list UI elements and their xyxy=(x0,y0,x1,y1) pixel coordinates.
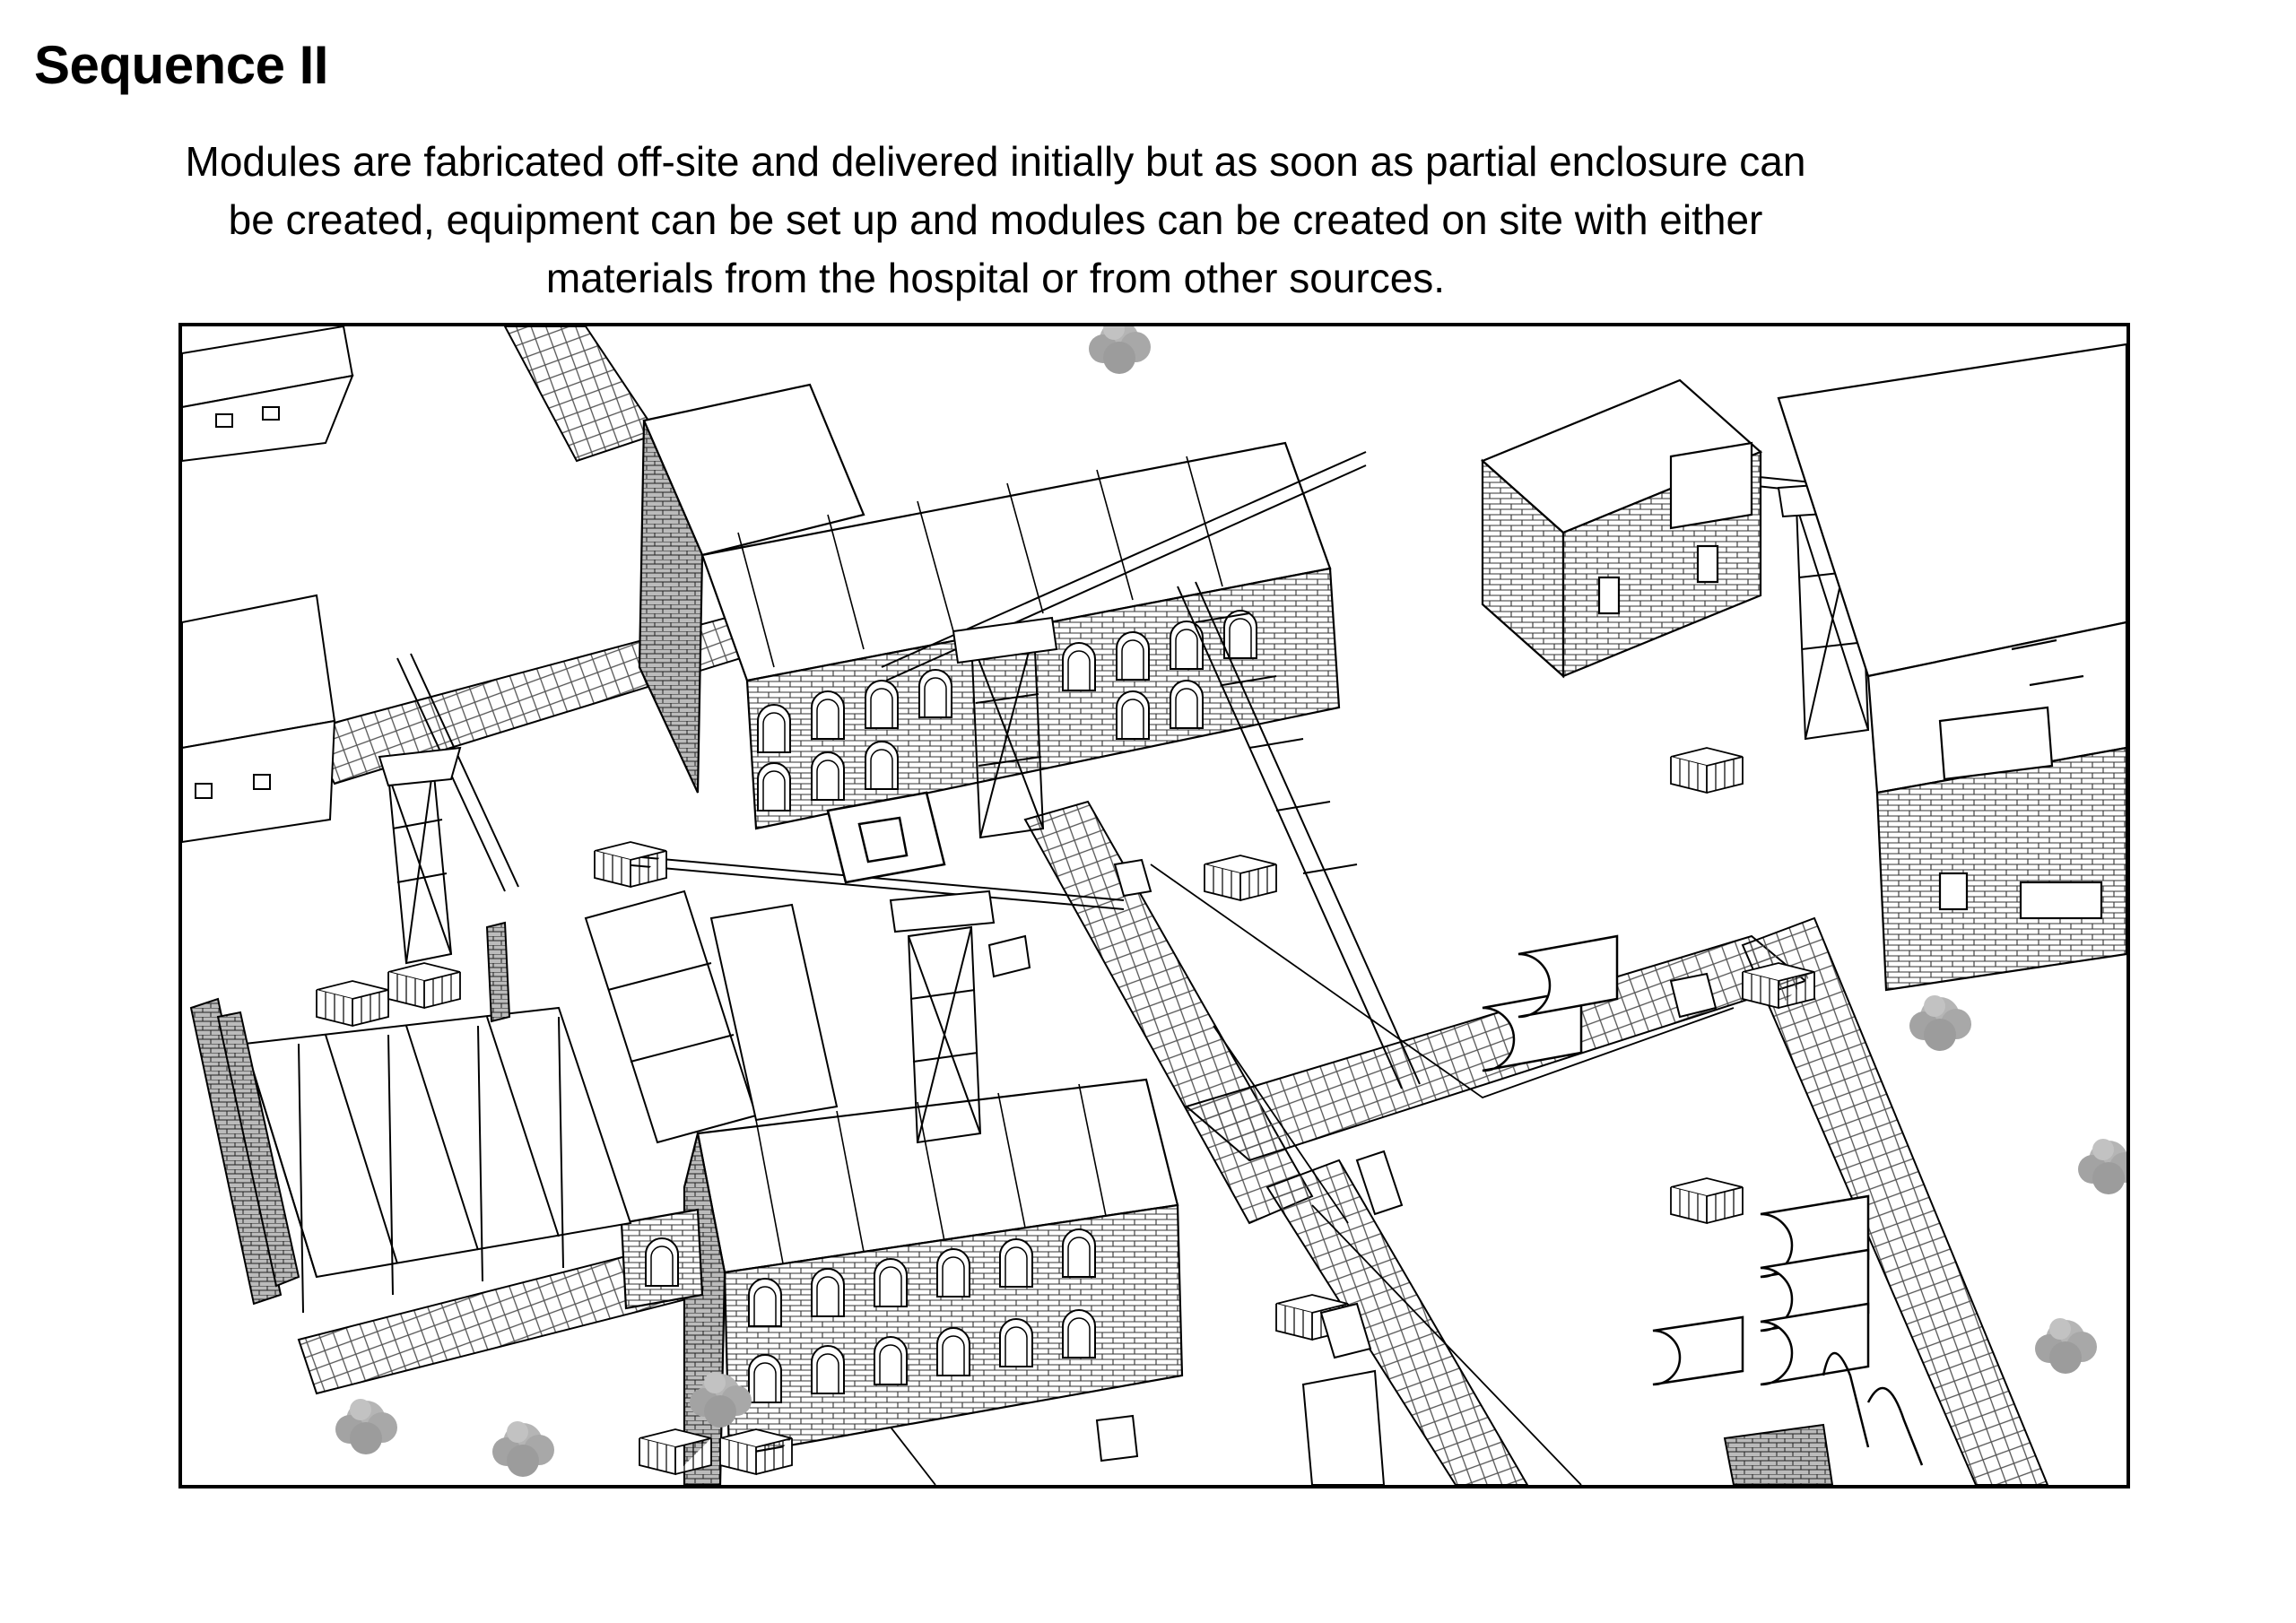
sequence-caption: Modules are fabricated off-site and deli… xyxy=(185,138,1806,301)
ruined-building-east xyxy=(1777,343,2126,992)
tower-crane-center-north xyxy=(881,451,1367,839)
ruined-building-northeast xyxy=(1480,378,1763,679)
timber-frame-enclosure xyxy=(243,890,839,1314)
site-equipment xyxy=(987,858,1834,1485)
axonometric-drawing-frame xyxy=(178,323,2130,1488)
brick-pavilion-south xyxy=(620,1078,1184,1485)
existing-building-top-left xyxy=(182,326,354,463)
tower-crane-left xyxy=(378,653,519,965)
axonometric-site-drawing xyxy=(182,326,2126,1485)
tower-crane-center-south xyxy=(621,855,1125,1144)
fabricated-wall-modules xyxy=(189,921,511,1306)
sequence-title: Sequence II xyxy=(34,35,328,95)
diagonal-crane-jib xyxy=(1177,581,1421,1089)
arched-formwork-modules xyxy=(826,791,1924,1466)
existing-building-left xyxy=(182,594,336,844)
brick-pavilion-north xyxy=(638,383,1341,830)
